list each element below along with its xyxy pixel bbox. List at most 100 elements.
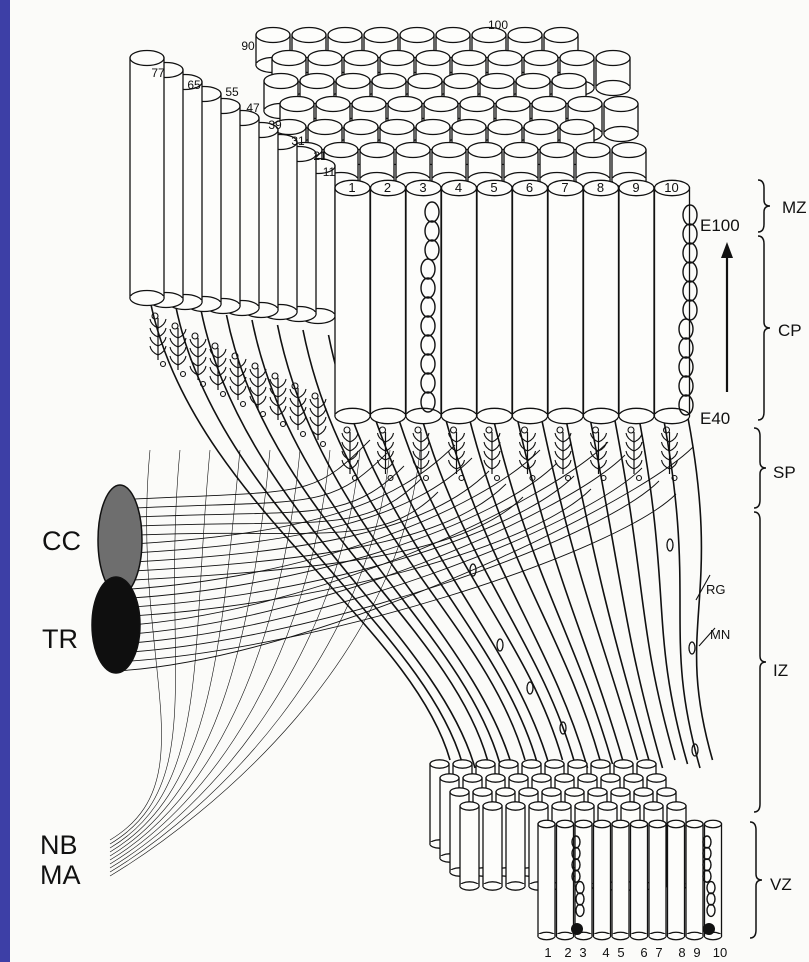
diagonal-column-number: 47 bbox=[246, 101, 260, 115]
cp-column bbox=[442, 180, 477, 423]
column-top bbox=[468, 143, 502, 158]
soma bbox=[172, 323, 178, 329]
column-top bbox=[565, 788, 584, 796]
column-top bbox=[424, 97, 458, 112]
afferent-bundles bbox=[92, 485, 142, 673]
column-seam bbox=[631, 934, 647, 937]
column-body bbox=[584, 188, 619, 416]
column-top bbox=[486, 774, 505, 782]
diagonal-column-number: 90 bbox=[241, 39, 255, 53]
column-top bbox=[483, 802, 502, 810]
column-body bbox=[513, 188, 548, 416]
timeline-arrow-head bbox=[721, 242, 733, 258]
column-body bbox=[477, 188, 512, 416]
column-body bbox=[575, 824, 592, 936]
column-top bbox=[130, 51, 164, 66]
column-top bbox=[596, 51, 630, 66]
column-top bbox=[637, 760, 656, 768]
vz-back-column bbox=[483, 802, 502, 890]
column-body bbox=[649, 824, 666, 936]
diagonal-column-number: 21 bbox=[313, 149, 327, 163]
brace-mz bbox=[758, 180, 770, 232]
column-seam bbox=[584, 414, 618, 417]
column-top bbox=[532, 97, 566, 112]
column-top bbox=[408, 74, 442, 89]
column-top bbox=[416, 120, 450, 135]
column-top bbox=[647, 774, 666, 782]
column-top bbox=[506, 802, 525, 810]
column-top bbox=[598, 802, 617, 810]
cp-column bbox=[548, 180, 583, 423]
column-seam bbox=[650, 934, 666, 937]
soma bbox=[344, 427, 350, 433]
column-seam bbox=[687, 934, 703, 937]
label-nb: NB bbox=[40, 832, 78, 859]
soma bbox=[380, 427, 386, 433]
column-top bbox=[453, 760, 472, 768]
column-body bbox=[557, 824, 574, 936]
column-top bbox=[604, 97, 638, 112]
slide: 1234567891011213139475565779010012345678… bbox=[10, 0, 809, 962]
column-top bbox=[496, 788, 515, 796]
column-top bbox=[524, 51, 558, 66]
bouton bbox=[221, 392, 226, 397]
diagonal-column-number: 55 bbox=[225, 85, 239, 99]
column-top bbox=[591, 760, 610, 768]
vz-column bbox=[538, 820, 555, 939]
subplate-neuron bbox=[378, 427, 394, 481]
bouton bbox=[424, 476, 429, 481]
label-e100: E100 bbox=[700, 217, 740, 234]
column-top bbox=[668, 820, 685, 827]
column-top bbox=[400, 28, 434, 43]
radial-glia-fiber bbox=[533, 375, 638, 760]
column-top bbox=[522, 760, 541, 768]
vz-column bbox=[705, 820, 722, 939]
column-top bbox=[460, 802, 479, 810]
column-top bbox=[538, 820, 555, 827]
column-body bbox=[631, 824, 648, 936]
column-top bbox=[529, 802, 548, 810]
column-top bbox=[463, 774, 482, 782]
top-column-number: 10 bbox=[664, 180, 678, 195]
top-column-number: 7 bbox=[561, 180, 568, 195]
migrating-neuron-iz bbox=[527, 682, 533, 694]
brace-iz bbox=[754, 512, 766, 812]
label-e40: E40 bbox=[700, 410, 730, 427]
vz-column bbox=[686, 820, 703, 939]
soma bbox=[272, 373, 278, 379]
cp-column bbox=[477, 180, 512, 423]
column-top bbox=[488, 51, 522, 66]
column-top bbox=[508, 28, 542, 43]
column-top bbox=[509, 774, 528, 782]
column-seam bbox=[478, 414, 512, 417]
column-top bbox=[476, 760, 495, 768]
column-body bbox=[442, 188, 477, 416]
vz-column-number: 3 bbox=[579, 945, 586, 960]
vz-column bbox=[649, 820, 666, 939]
zone-label-cp: CP bbox=[778, 322, 802, 339]
column-seam bbox=[507, 884, 525, 887]
column-top bbox=[568, 97, 602, 112]
column-top bbox=[336, 74, 370, 89]
column-top bbox=[380, 51, 414, 66]
column-seam bbox=[539, 934, 555, 937]
column-top bbox=[440, 774, 459, 782]
column-top bbox=[264, 74, 298, 89]
bouton bbox=[281, 422, 286, 427]
column-top bbox=[612, 820, 629, 827]
column-top bbox=[300, 74, 334, 89]
column-top bbox=[436, 28, 470, 43]
column-top bbox=[480, 74, 514, 89]
radial-glia-fiber bbox=[507, 370, 625, 768]
column-seam bbox=[371, 414, 405, 417]
column-body bbox=[612, 824, 629, 936]
column-top bbox=[667, 802, 686, 810]
column-top bbox=[611, 788, 630, 796]
top-column-number: 5 bbox=[490, 180, 497, 195]
dividing-cell-vz-3 bbox=[571, 923, 583, 935]
column-top bbox=[601, 774, 620, 782]
column-top bbox=[545, 760, 564, 768]
column-top bbox=[380, 120, 414, 135]
column-seam bbox=[557, 934, 573, 937]
cp-column bbox=[584, 180, 619, 423]
